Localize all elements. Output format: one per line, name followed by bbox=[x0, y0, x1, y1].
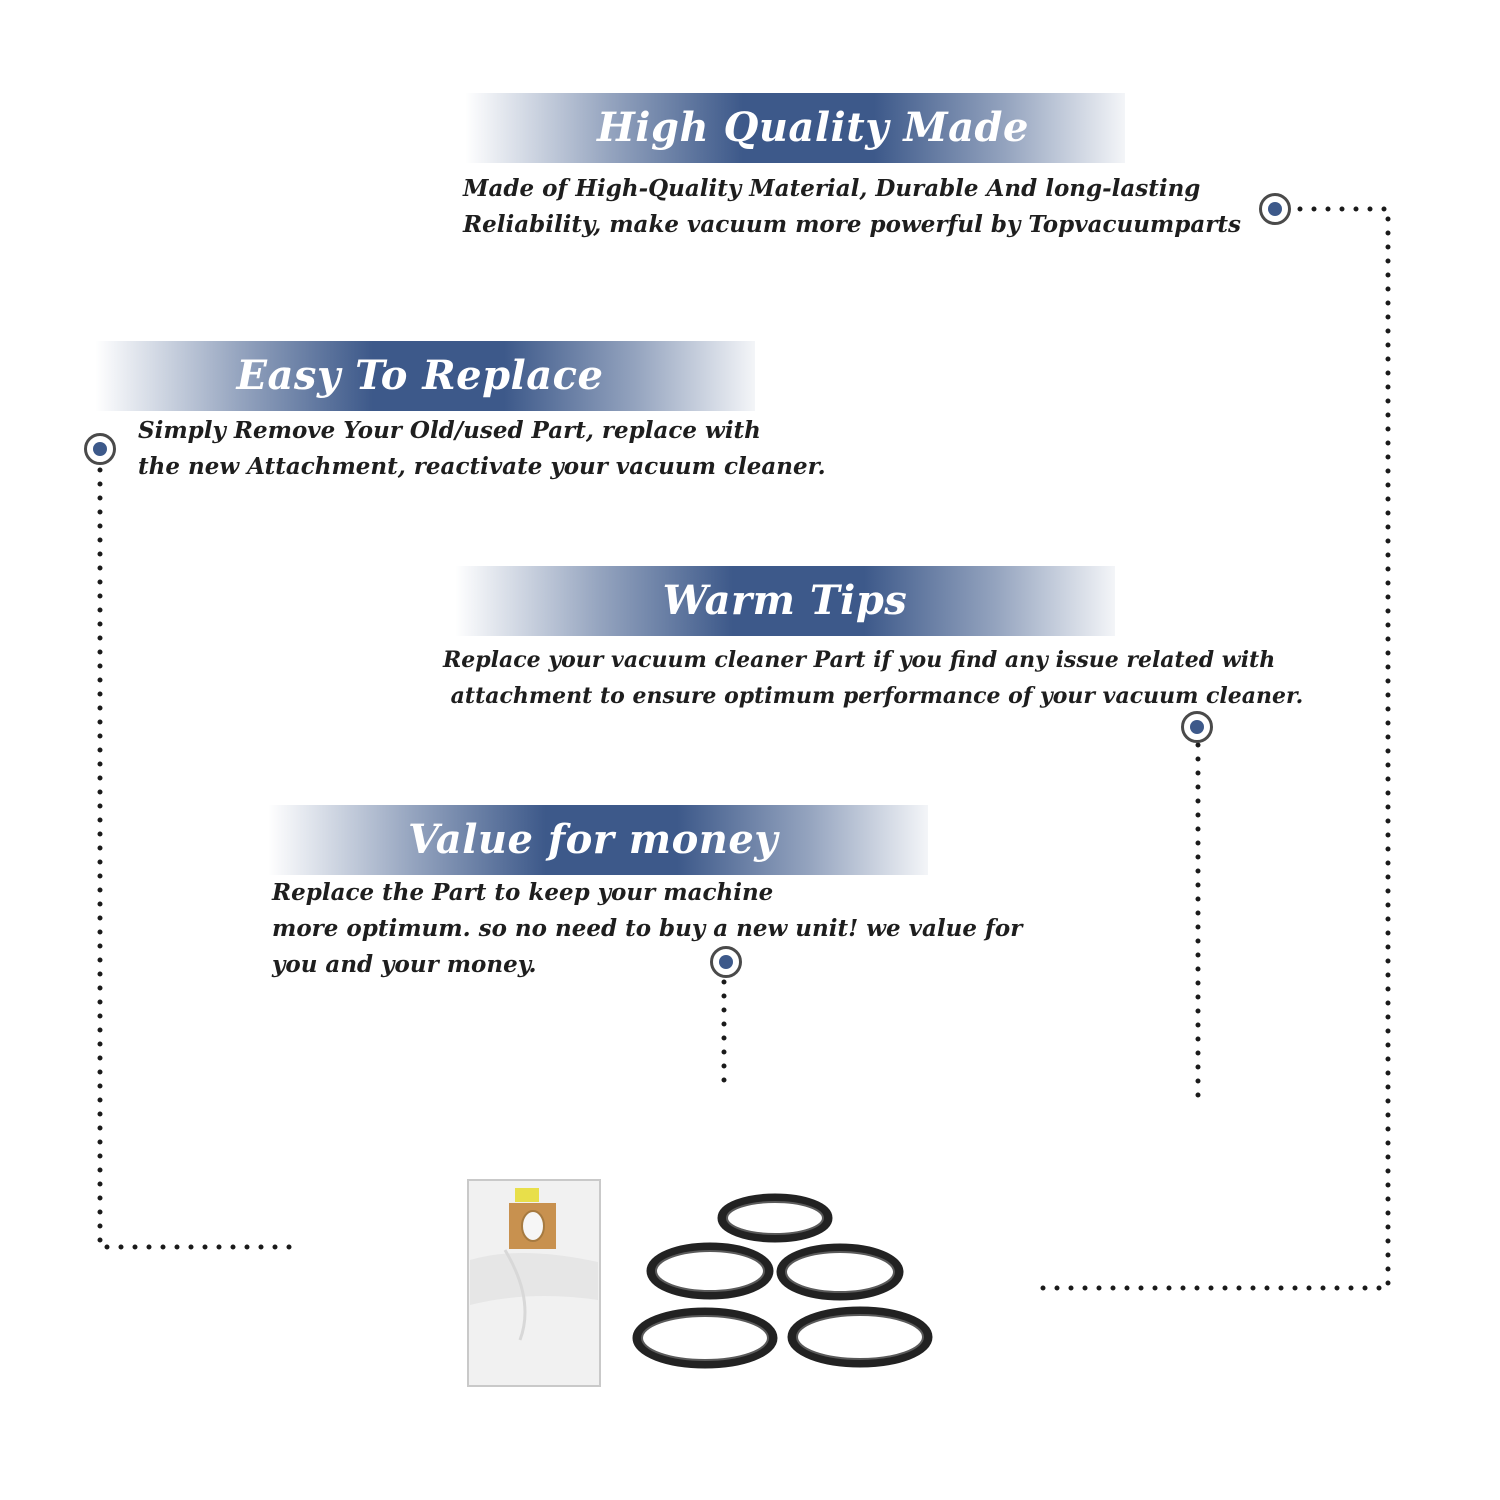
description-line: Replace the Part to keep your machine bbox=[272, 879, 774, 906]
banner-warm-tips: Warm Tips bbox=[455, 566, 1115, 636]
description-line: attachment to ensure optimum performance… bbox=[443, 683, 1304, 709]
banner-title: Warm Tips bbox=[662, 577, 908, 624]
connector-high-quality bbox=[1037, 206, 1391, 1291]
banner-title: Value for money bbox=[407, 816, 779, 863]
description-line: Replace your vacuum cleaner Part if you … bbox=[443, 647, 1276, 673]
description-easy-replace: Simply Remove Your Old/used Part, replac… bbox=[138, 413, 826, 485]
vacuum-bag-icon bbox=[467, 1179, 601, 1387]
banner-title: High Quality Made bbox=[597, 104, 1029, 151]
bullet-ring-icon bbox=[84, 433, 116, 465]
drive-belt-icon bbox=[632, 1193, 933, 1369]
description-line: the new Attachment, reactivate your vacu… bbox=[138, 453, 826, 480]
banner-high-quality-made: High Quality Made bbox=[465, 93, 1125, 163]
description-line: Reliability, make vacuum more powerful b… bbox=[463, 211, 1241, 238]
description-warm-tips: Replace your vacuum cleaner Part if you … bbox=[443, 642, 1303, 714]
description-line: more optimum. so no need to buy a new un… bbox=[272, 915, 1023, 942]
bullet-ring-icon bbox=[1259, 193, 1291, 225]
banner-easy-to-replace: Easy To Replace bbox=[95, 341, 755, 411]
banner-title: Easy To Replace bbox=[236, 352, 604, 399]
banner-value-for-money: Value for money bbox=[268, 805, 928, 875]
bullet-ring-icon bbox=[1181, 711, 1213, 743]
description-line: Made of High-Quality Material, Durable A… bbox=[463, 175, 1201, 202]
description-high-quality: Made of High-Quality Material, Durable A… bbox=[463, 171, 1241, 243]
connector-easy-replace bbox=[97, 467, 299, 1250]
description-line: you and your money. bbox=[272, 951, 537, 978]
description-line: Simply Remove Your Old/used Part, replac… bbox=[138, 417, 761, 444]
description-value-money: Replace the Part to keep your machine mo… bbox=[272, 875, 1022, 983]
bullet-ring-icon bbox=[710, 946, 742, 978]
